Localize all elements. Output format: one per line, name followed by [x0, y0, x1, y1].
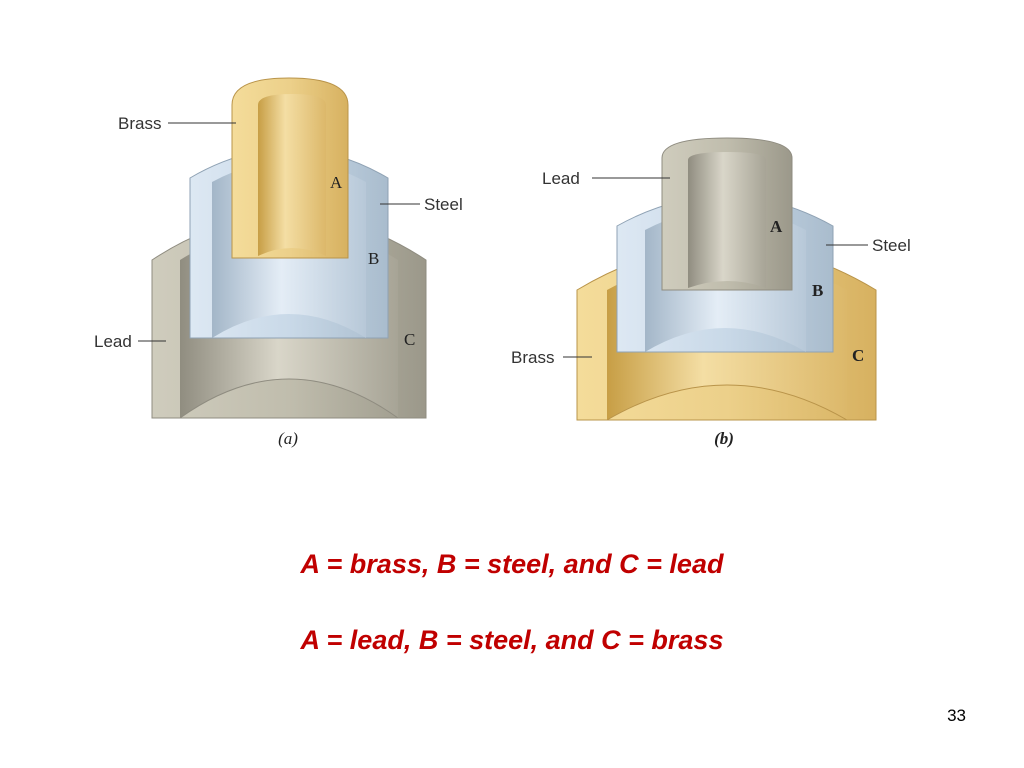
label-lead: Lead	[542, 169, 580, 188]
inner-cylinder-brass	[231, 77, 349, 259]
label-steel: Steel	[424, 195, 463, 214]
caption-b: (b)	[714, 429, 734, 448]
answer-line-2: A = lead, B = steel, and C = brass	[300, 625, 724, 655]
part-letter-a: A	[330, 173, 343, 192]
caption-a: (a)	[278, 429, 298, 448]
label-brass: Brass	[511, 348, 554, 367]
label-brass: Brass	[118, 114, 161, 133]
part-letter-b: B	[368, 249, 379, 268]
part-letter-a: A	[770, 217, 783, 236]
label-lead: Lead	[94, 332, 132, 351]
figure-a: Brass Steel Lead A B C (a)	[94, 77, 463, 448]
part-letter-c: C	[852, 346, 864, 365]
inner-cylinder-lead	[661, 137, 793, 291]
page-number: 33	[947, 706, 966, 725]
composite-cylinders-figure: Brass Steel Lead A B C (a) Lead	[94, 77, 911, 448]
figure-b: Lead Steel Brass A B C (b)	[511, 137, 911, 448]
label-steel: Steel	[872, 236, 911, 255]
answer-line-1: A = brass, B = steel, and C = lead	[300, 549, 724, 579]
part-letter-c: C	[404, 330, 415, 349]
part-letter-b: B	[812, 281, 823, 300]
